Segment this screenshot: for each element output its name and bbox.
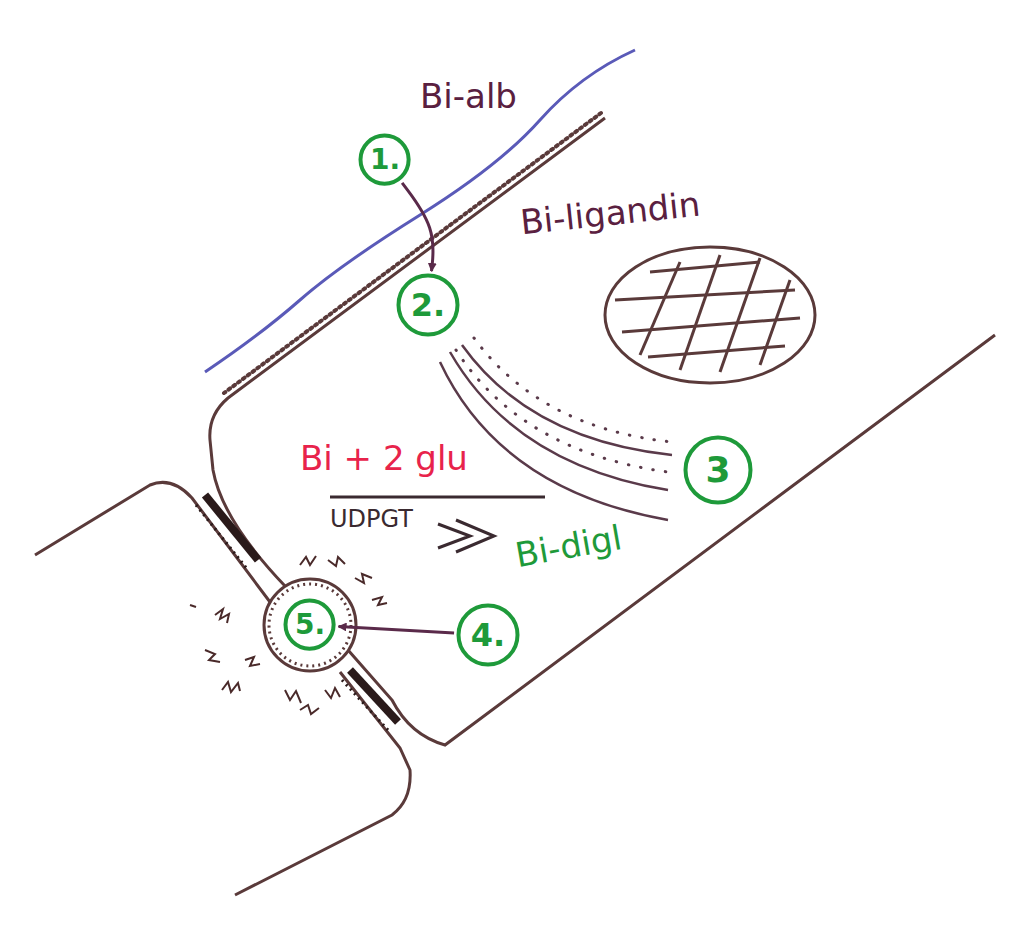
callout-number: 4. [471,619,505,651]
annotation-label: Bi + 2 glu [300,440,468,477]
hatch-line [648,346,785,357]
scribble [325,688,340,698]
scribble [285,690,301,703]
scribble [355,574,372,583]
hatch-line [640,262,680,355]
circle-shape [399,276,458,335]
chevron [456,520,494,552]
scribble [328,557,345,566]
circle-shape [361,136,409,184]
cell-membrane [210,118,605,586]
microvilli [224,113,601,393]
circle-shape [286,601,334,649]
reaction-arrow [438,520,494,552]
er-membrane [450,352,668,490]
annotation-label: UDPGT [330,506,413,532]
tight-junction [350,670,398,722]
callout-circle: 3 [683,435,753,505]
ribosome-row [474,338,672,442]
ribosome-dots [456,338,672,472]
hatch-line [615,290,795,300]
transport-arrow [402,183,433,271]
callout-circle: 5. [283,598,336,651]
callout-number: 2. [411,289,445,321]
annotation-label: Bi-alb [420,78,517,115]
tight-junction-dots [342,680,388,730]
scribble [245,657,260,666]
callout-circle: 1. [358,133,411,186]
scribble [300,556,316,565]
scribble [190,605,196,607]
tight-junction-dots [196,505,248,570]
callout-number: 1. [370,146,400,174]
annotation-label: Bi-digl [513,519,625,574]
circle-shape [459,606,518,665]
cytoskeleton-scribbles [190,556,387,714]
callout-number: 3 [705,452,730,488]
hatch-line [622,318,800,332]
reaction-bar [330,496,545,499]
scribble [300,705,319,714]
cell-membrane [348,335,995,745]
tight-junction [205,495,258,560]
circle-shape [686,438,751,503]
chromatin-hatching [615,255,800,372]
transport-arrow [339,627,455,634]
scribble [222,682,240,692]
hatch-line [720,258,760,372]
callout-circle: 2. [396,273,460,337]
callout-number: 5. [295,611,325,639]
endoplasmic-reticulum [440,345,672,520]
scribble [205,650,220,662]
ribosome-row [456,350,668,472]
hatch-line [650,262,760,272]
chevron [438,524,470,548]
scribble [215,609,229,623]
bile-canaliculus [264,579,356,671]
nucleus [605,247,815,383]
annotation-label: Bi-ligandin [519,186,702,242]
scribble [372,597,387,605]
callout-circle: 4. [456,603,520,667]
neighbour-cell-membrane [35,482,270,602]
canaliculus-microvilli [269,584,351,666]
